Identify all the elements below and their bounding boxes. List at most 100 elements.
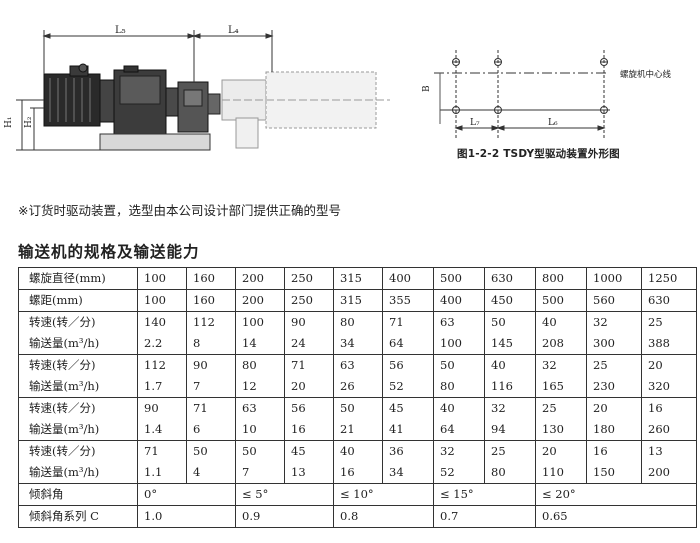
table-cell: 7 (235, 462, 285, 484)
row-label: 倾斜角系列 C (18, 505, 138, 528)
table-cell: 40 (333, 440, 383, 462)
table-cell: 64 (433, 419, 485, 441)
table-cell: 80 (484, 462, 536, 484)
table-cell: 180 (586, 419, 642, 441)
table-cell: 90 (137, 397, 187, 419)
table-cell: 630 (641, 289, 697, 312)
table-cell: 0.8 (333, 505, 434, 528)
table-cell: 50 (186, 440, 236, 462)
table-cell: 1.1 (137, 462, 187, 484)
trough-outline (221, 71, 390, 149)
table-cell: 165 (535, 376, 587, 398)
table-cell: 36 (382, 440, 434, 462)
row-label: 转速(转／分) (18, 440, 138, 462)
table-cell: 112 (137, 354, 187, 376)
table-cell: 94 (484, 419, 536, 441)
table-cell: 34 (333, 333, 383, 355)
table-cell: 40 (484, 354, 536, 376)
table-cell: ≤ 15° (433, 483, 536, 506)
table-cell: 20 (641, 354, 697, 376)
table-cell: 208 (535, 333, 587, 355)
table-cell: 10 (235, 419, 285, 441)
table-cell: ≤ 5° (235, 483, 334, 506)
row-label: 输送量(m³/h) (18, 376, 138, 398)
row-label: 输送量(m³/h) (18, 462, 138, 484)
table-cell: 52 (382, 376, 434, 398)
table-cell: 112 (186, 311, 236, 333)
table-cell: 16 (284, 419, 334, 441)
table-cell: 50 (333, 397, 383, 419)
table-cell: 450 (484, 289, 536, 312)
dim-h1-label: H₁ (4, 117, 14, 128)
drive-unit-drawing: L₅ L₄ H₁ H₂ B L₇ L₆ 螺旋机中心线 (4, 25, 672, 151)
dimension-lines-left (16, 99, 100, 151)
table-cell: 355 (382, 289, 434, 312)
base-frame (99, 133, 211, 151)
table-cell: 45 (284, 440, 334, 462)
table-cell: 71 (186, 397, 236, 419)
table-cell: 110 (535, 462, 587, 484)
table-cell: ≤ 10° (333, 483, 434, 506)
dim-l7-label: L₇ (470, 118, 480, 128)
table-cell: 100 (137, 289, 187, 312)
table-cell: 160 (186, 267, 236, 290)
table-cell: 560 (586, 289, 642, 312)
table-cell: 50 (484, 311, 536, 333)
table-cell: 250 (284, 267, 334, 290)
table-cell: 32 (433, 440, 485, 462)
table-cell: 140 (137, 311, 187, 333)
table-cell: 315 (333, 267, 383, 290)
table-cell: 80 (333, 311, 383, 333)
table-cell: 63 (433, 311, 485, 333)
table-cell: 71 (137, 440, 187, 462)
table-cell: 56 (284, 397, 334, 419)
table-cell: 32 (535, 354, 587, 376)
table-cell: 80 (433, 376, 485, 398)
table-cell: 1.7 (137, 376, 187, 398)
row-label: 螺距(mm) (18, 289, 138, 312)
section-title: 输送机的规格及输送能力 (18, 243, 200, 261)
table-cell: 40 (433, 397, 485, 419)
table-cell: 64 (382, 333, 434, 355)
table-cell: 20 (535, 440, 587, 462)
table-cell: 20 (586, 397, 642, 419)
bearing-block (177, 81, 221, 133)
table-cell: 800 (535, 267, 587, 290)
table-cell: 315 (333, 289, 383, 312)
row-label: 倾斜角 (18, 483, 138, 506)
table-cell: 52 (433, 462, 485, 484)
motor (43, 63, 115, 127)
table-cell: 63 (333, 354, 383, 376)
dim-l5-label: L₅ (115, 25, 126, 36)
centerline-label: 螺旋机中心线 (620, 69, 672, 80)
table-cell: 90 (284, 311, 334, 333)
table-cell: 250 (284, 289, 334, 312)
table-cell: 630 (484, 267, 536, 290)
table-cell: 56 (382, 354, 434, 376)
table-cell: 16 (586, 440, 642, 462)
table-cell: 0° (137, 483, 236, 506)
table-cell: 1000 (586, 267, 642, 290)
table-cell: 200 (235, 267, 285, 290)
table-cell: 16 (333, 462, 383, 484)
row-inclination: 倾斜角 0° ≤ 5° ≤ 10° ≤ 15° ≤ 20° (18, 483, 697, 506)
table-cell: 13 (284, 462, 334, 484)
table-cell: 1.0 (137, 505, 236, 528)
table-cell: 6 (186, 419, 236, 441)
table-cell: 20 (284, 376, 334, 398)
dimension-lines-top (42, 30, 274, 82)
table-cell: 71 (284, 354, 334, 376)
row-label: 转速(转／分) (18, 397, 138, 419)
table-cell: 40 (535, 311, 587, 333)
table-cell: 8 (186, 333, 236, 355)
table-cell: 0.9 (235, 505, 334, 528)
table-cell: 130 (535, 419, 587, 441)
order-note: ※订货时驱动装置，选型由本公司设计部门提供正确的型号 (18, 203, 341, 218)
table-cell: 500 (433, 267, 485, 290)
table-cell: 0.65 (535, 505, 697, 528)
dim-h2-label: H₂ (24, 116, 34, 128)
table-cell: 100 (235, 311, 285, 333)
table-cell: 25 (535, 397, 587, 419)
